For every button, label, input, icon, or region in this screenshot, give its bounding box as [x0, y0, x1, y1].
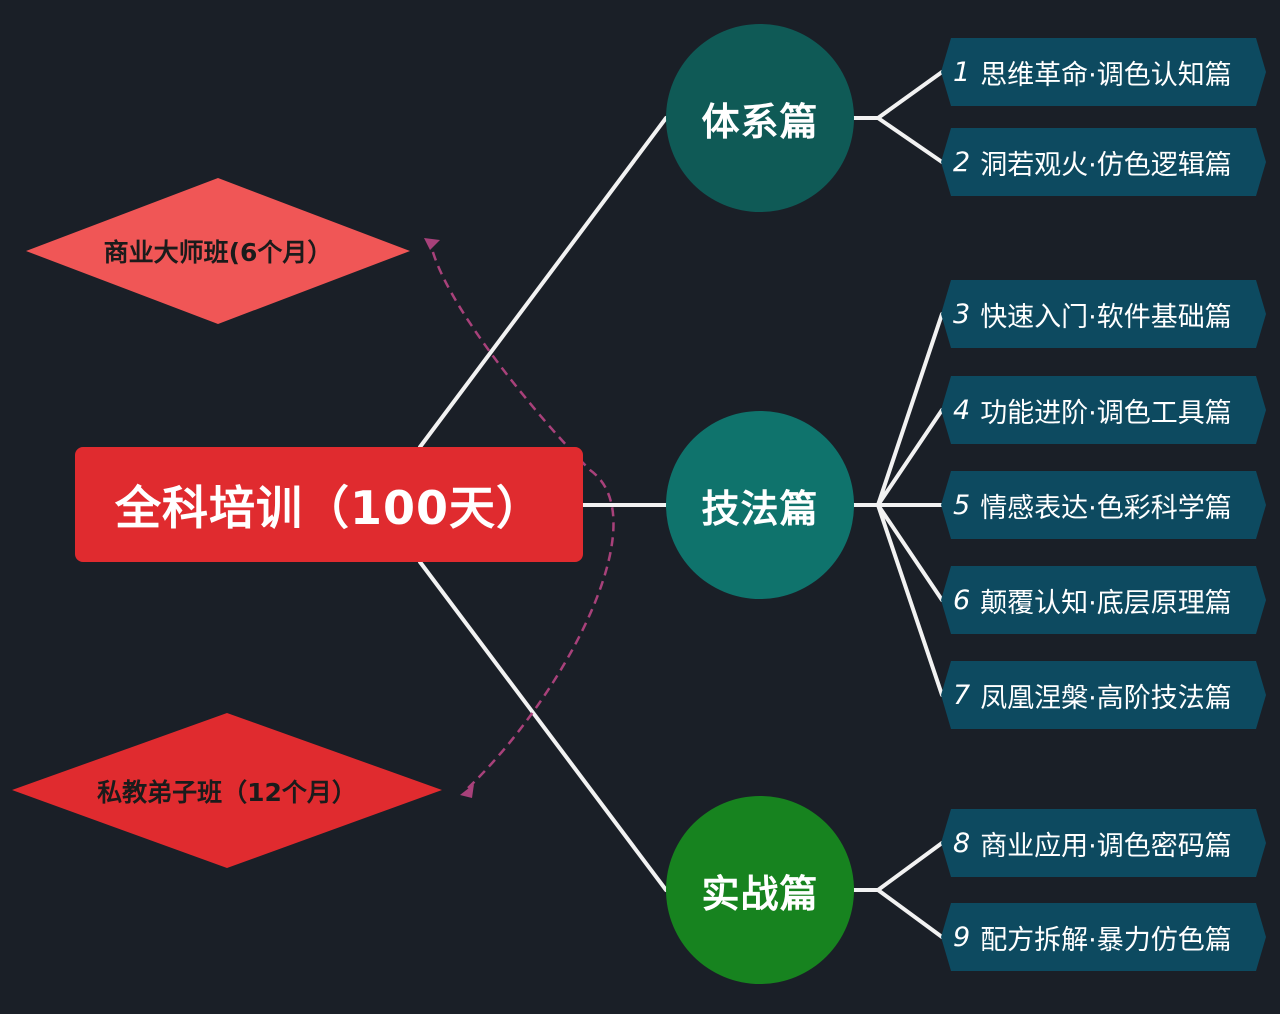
leaf-node-2[interactable]: 2 洞若观火·仿色逻辑篇: [941, 128, 1266, 196]
program-label: 商业大师班(6个月）: [103, 238, 333, 267]
leaf-shape: [941, 566, 1266, 634]
leaf-node-3[interactable]: 3 快速入门·软件基础篇: [941, 280, 1266, 348]
leaf-shape: [941, 376, 1266, 444]
leaf-shape: [941, 661, 1266, 729]
leaf-label: 思维革命·调色认知篇: [980, 59, 1232, 91]
leaf-label: 快速入门·软件基础篇: [980, 301, 1232, 333]
leaf-label: 洞若观火·仿色逻辑篇: [980, 149, 1232, 181]
leaf-number: 1: [953, 56, 971, 88]
leaf-shape: [941, 809, 1266, 877]
program-label: 私教弟子班（12个月）: [97, 777, 357, 807]
leaf-shape: [941, 471, 1266, 539]
leaf-label: 功能进阶·调色工具篇: [980, 397, 1232, 429]
branch-node-tixi[interactable]: 体系篇: [666, 24, 854, 212]
leaf-number: 6: [953, 584, 971, 616]
root-node[interactable]: 全科培训（100天）: [75, 447, 583, 562]
leaf-node-8[interactable]: 8 商业应用·调色密码篇: [941, 809, 1266, 877]
program-diamond-master[interactable]: 商业大师班(6个月）: [26, 178, 410, 324]
leaf-shape: [941, 903, 1266, 971]
connector-root-to-tixi: [418, 116, 668, 449]
branch-node-jifa[interactable]: 技法篇: [666, 411, 854, 599]
leaf-node-7[interactable]: 7 凤凰涅槃·高阶技法篇: [941, 661, 1266, 729]
leaf-node-9[interactable]: 9 配方拆解·暴力仿色篇: [941, 903, 1266, 971]
dashed-arrow-head-top: [424, 238, 440, 250]
diamond-shape: [26, 178, 410, 324]
leaf-label: 颠覆认知·底层原理篇: [980, 587, 1232, 619]
root-label: 全科培训（100天）: [114, 480, 544, 535]
branch-label: 技法篇: [701, 486, 819, 531]
leaf-label: 凤凰涅槃·高阶技法篇: [980, 682, 1232, 714]
leaf-node-5[interactable]: 5 情感表达·色彩科学篇: [941, 471, 1266, 539]
branch-node-shizhan[interactable]: 实战篇: [666, 796, 854, 984]
leaf-node-1[interactable]: 1 思维革命·调色认知篇: [941, 38, 1266, 106]
leaf-label: 商业应用·调色密码篇: [980, 830, 1232, 862]
connector-tixi-leaves: [852, 70, 944, 164]
branch-label: 体系篇: [701, 99, 819, 144]
leaf-number: 9: [953, 921, 971, 953]
leaf-number: 4: [953, 394, 971, 426]
leaf-node-6[interactable]: 6 颠覆认知·底层原理篇: [941, 566, 1266, 634]
leaf-shape: [941, 38, 1266, 106]
branch-label: 实战篇: [701, 871, 819, 916]
connector-shizhan-leaves: [852, 841, 944, 939]
leaf-shape: [941, 128, 1266, 196]
leaf-label: 配方拆解·暴力仿色篇: [980, 924, 1232, 956]
dashed-arrow-head-bottom: [460, 784, 474, 798]
leaf-number: 2: [953, 146, 971, 178]
leaf-shape: [941, 280, 1266, 348]
connector-root-to-shizhan: [418, 560, 668, 892]
leaf-number: 5: [953, 489, 971, 521]
leaf-number: 8: [953, 827, 971, 859]
leaf-number: 7: [953, 679, 971, 711]
program-diamond-private[interactable]: 私教弟子班（12个月）: [12, 713, 442, 868]
diamond-shape: [12, 713, 442, 868]
leaf-node-4[interactable]: 4 功能进阶·调色工具篇: [941, 376, 1266, 444]
leaf-number: 3: [953, 298, 971, 330]
connector-jifa-leaves: [852, 312, 944, 697]
leaf-label: 情感表达·色彩科学篇: [980, 492, 1232, 524]
dashed-arrow: [428, 239, 615, 789]
